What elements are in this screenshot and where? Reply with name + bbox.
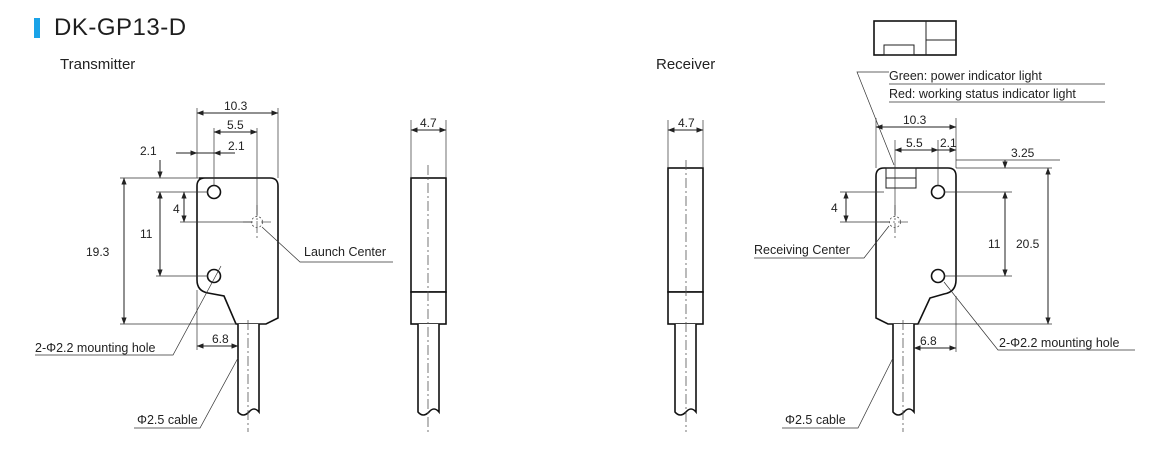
t-dim-top-gap: 2.1 bbox=[140, 144, 157, 158]
title-accent-bar bbox=[34, 18, 40, 38]
receiver-mount-hole-bottom bbox=[930, 268, 946, 284]
t-dim-width: 10.3 bbox=[224, 99, 248, 113]
title-block: DK-GP13-D bbox=[34, 14, 187, 42]
receiver-front-view: Green: power indicator light Red: workin… bbox=[754, 20, 1135, 432]
indicator-red-label: Red: working status indicator light bbox=[889, 87, 1076, 101]
t-dim-hole-offset: 5.5 bbox=[227, 118, 244, 132]
receiver-side-body bbox=[667, 167, 704, 293]
t-dim-small-offset: 2.1 bbox=[228, 139, 245, 153]
t-dim-hole-spacing: 11 bbox=[140, 227, 153, 241]
transmitter-cable-leader bbox=[134, 357, 239, 429]
indicator-detail-outline bbox=[873, 20, 957, 56]
t-dim-stem-offset: 6.8 bbox=[212, 332, 229, 346]
launch-center-leader bbox=[261, 226, 393, 263]
receiver-mount-leader bbox=[943, 281, 1135, 351]
transmitter-mount-leader bbox=[35, 265, 222, 356]
receiver-body-outline bbox=[875, 167, 957, 325]
receiver-cable-leader bbox=[782, 357, 894, 429]
receiver-cable bbox=[892, 324, 915, 416]
receiver-side-view: 4.7 bbox=[667, 116, 704, 432]
receiving-center-leader bbox=[754, 225, 890, 259]
transmitter-front-view: 10.3 5.5 2.1 2.1 4 11 19.3 6.8 Launch Ce… bbox=[35, 99, 393, 432]
t-dim-height: 19.3 bbox=[86, 245, 110, 259]
t-dim-thickness: 4.7 bbox=[420, 116, 437, 130]
receiver-mount-hole-top bbox=[930, 184, 946, 200]
transmitter-side-view: 4.7 bbox=[410, 116, 447, 432]
indicator-green-label: Green: power indicator light bbox=[889, 69, 1042, 83]
transmitter-mount-hole-top bbox=[206, 184, 222, 200]
launch-center-label: Launch Center bbox=[304, 245, 386, 259]
r-dim-thickness: 4.7 bbox=[678, 116, 695, 130]
transmitter-cable bbox=[237, 324, 260, 416]
receiving-center-label: Receiving Center bbox=[754, 243, 850, 257]
transmitter-mount-hole-bottom bbox=[206, 268, 222, 284]
r-dim-width: 10.3 bbox=[903, 113, 927, 127]
r-dim-hole-offset: 5.5 bbox=[906, 136, 923, 150]
receiver-label: Receiver bbox=[656, 56, 716, 73]
r-dim-top-gap: 3.25 bbox=[1011, 146, 1035, 160]
page-title: DK-GP13-D bbox=[54, 14, 187, 41]
transmitter-body-outline bbox=[196, 177, 279, 325]
receiver-mount-label: 2-Φ2.2 mounting hole bbox=[999, 336, 1120, 350]
r-dim-center-drop: 4 bbox=[831, 201, 838, 215]
r-dim-stem-offset: 6.8 bbox=[920, 334, 937, 348]
transmitter-side-body bbox=[410, 177, 447, 293]
r-dim-hole-spacing: 11 bbox=[988, 237, 1001, 251]
transmitter-mount-label: 2-Φ2.2 mounting hole bbox=[35, 341, 156, 355]
transmitter-cable-label: Φ2.5 cable bbox=[137, 413, 198, 427]
r-dim-height: 20.5 bbox=[1016, 237, 1040, 251]
receiver-cable-label: Φ2.5 cable bbox=[785, 413, 846, 427]
indicator-leader bbox=[856, 71, 895, 166]
t-dim-center-drop: 4 bbox=[173, 202, 180, 216]
transmitter-label: Transmitter bbox=[60, 56, 136, 73]
r-dim-small-offset: 2.1 bbox=[940, 136, 957, 150]
